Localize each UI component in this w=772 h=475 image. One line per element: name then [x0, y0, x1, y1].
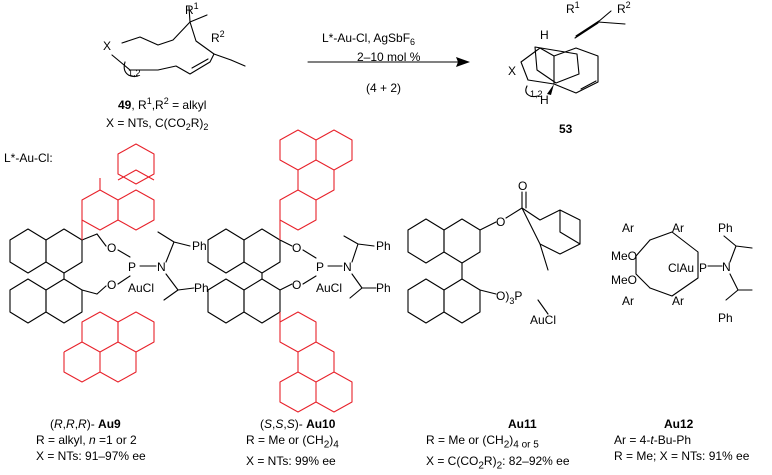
- product-h-bottom: H: [540, 93, 549, 107]
- reaction-arrow: [307, 57, 470, 67]
- svg-text:Ph: Ph: [194, 281, 209, 295]
- au10-label: (S,S,S)- Au10: [260, 417, 336, 431]
- svg-text:P: P: [128, 260, 136, 274]
- au9-line2: X = NTs: 91–97% ee: [36, 449, 146, 463]
- sub-r2: R2: [211, 29, 225, 45]
- product-53-structure: X 1,2 H H R1 R2: [508, 0, 631, 107]
- svg-text:AuCl: AuCl: [316, 281, 342, 295]
- au12-line2: R = Me; X = NTs: 91% ee: [614, 449, 750, 463]
- au10-caption: (S,S,S)- Au10 R = Me or (CH2)4 X = NTs: …: [246, 416, 339, 469]
- svg-text:Ar: Ar: [622, 221, 634, 235]
- svg-text:ClAu: ClAu: [668, 261, 694, 275]
- au11-label: Au11: [508, 417, 537, 431]
- ring-size-label: 1,2: [128, 68, 141, 78]
- svg-text:Ar: Ar: [672, 221, 684, 235]
- au12-structure: Ar Ar Ar Ar MeO MeO ClAu P N Ph Ph: [611, 221, 753, 325]
- sub-r1: R1: [185, 1, 199, 17]
- svg-text:AuCl: AuCl: [530, 313, 556, 327]
- svg-text:Ph: Ph: [376, 281, 391, 295]
- svg-text:Ph: Ph: [192, 239, 207, 253]
- svg-text:Ar: Ar: [622, 294, 634, 308]
- au10-structure: O O P N AuCl Ph Ph: [207, 129, 391, 413]
- au12-caption: Au12 Ar = 4-t-Bu-Ph R = Me; X = NTs: 91%…: [614, 416, 749, 464]
- svg-text:N: N: [343, 260, 352, 274]
- svg-text:N: N: [722, 260, 731, 274]
- svg-text:O: O: [292, 278, 301, 292]
- substrate-x-line: X = NTs, C(CO2R)2: [106, 116, 208, 132]
- au11-caption: Au11 R = Me or (CH2)4 or 5 X = C(CO2R)2:…: [426, 416, 570, 475]
- product-r2: R2: [617, 0, 631, 16]
- au12-line1: Ar = 4-t-Bu-Ph: [614, 433, 692, 447]
- svg-text:Ph: Ph: [718, 221, 733, 235]
- ligand-header: L*-Au-Cl:: [4, 151, 53, 165]
- product-number: 53: [559, 122, 573, 136]
- reagents-label: L*-Au-Cl, AgSbF6: [322, 31, 415, 47]
- atom-x: X: [103, 39, 111, 53]
- svg-text:N: N: [157, 260, 166, 274]
- svg-text:O: O: [107, 278, 116, 292]
- product-h-top: H: [540, 28, 549, 42]
- svg-text:Ph: Ph: [376, 239, 391, 253]
- cycloaddition-label: (4 + 2): [366, 81, 401, 95]
- au11-line2: X = C(CO2R)2: 82–92% ee: [426, 454, 570, 472]
- au11-line1: R = Me or (CH2)4 or 5: [426, 433, 539, 451]
- au9-label: (R,R,R)- Au9: [50, 417, 121, 431]
- svg-text:O: O: [292, 241, 301, 255]
- svg-text:O)3P: O)3P: [496, 289, 522, 306]
- au10-line1: R = Me or (CH2)4: [246, 433, 339, 451]
- svg-text:P: P: [316, 260, 324, 274]
- au9-caption: (R,R,R)- Au9 R = alkyl, n =1 or 2 X = NT…: [36, 416, 146, 464]
- svg-text:Ar: Ar: [672, 294, 684, 308]
- substrate-49-structure: X 1,2 R1 R2: [103, 1, 246, 78]
- au10-line2: X = NTs: 99% ee: [246, 454, 336, 469]
- product-ring-size: 1,2: [530, 89, 543, 99]
- svg-text:O: O: [518, 179, 527, 193]
- au11-structure: O O O)3P AuCl: [407, 179, 581, 327]
- svg-text:MeO: MeO: [611, 249, 637, 263]
- svg-text:O: O: [107, 241, 116, 255]
- svg-text:MeO: MeO: [611, 273, 637, 287]
- svg-text:Ph: Ph: [718, 311, 733, 325]
- au9-structure: O O P N AuCl Ph Ph: [9, 143, 209, 383]
- product-r1: R1: [566, 0, 580, 16]
- svg-text:AuCl: AuCl: [128, 281, 154, 295]
- au9-line1: R = alkyl, n =1 or 2: [36, 433, 137, 447]
- substrate-number-line: 49, R1,R2 = alkyl: [118, 96, 206, 112]
- catalyst-loading-label: 2–10 mol %: [357, 50, 421, 64]
- product-atom-x: X: [508, 64, 516, 78]
- svg-text:O: O: [496, 215, 505, 229]
- svg-text:P: P: [699, 261, 707, 275]
- au12-label: Au12: [664, 417, 694, 431]
